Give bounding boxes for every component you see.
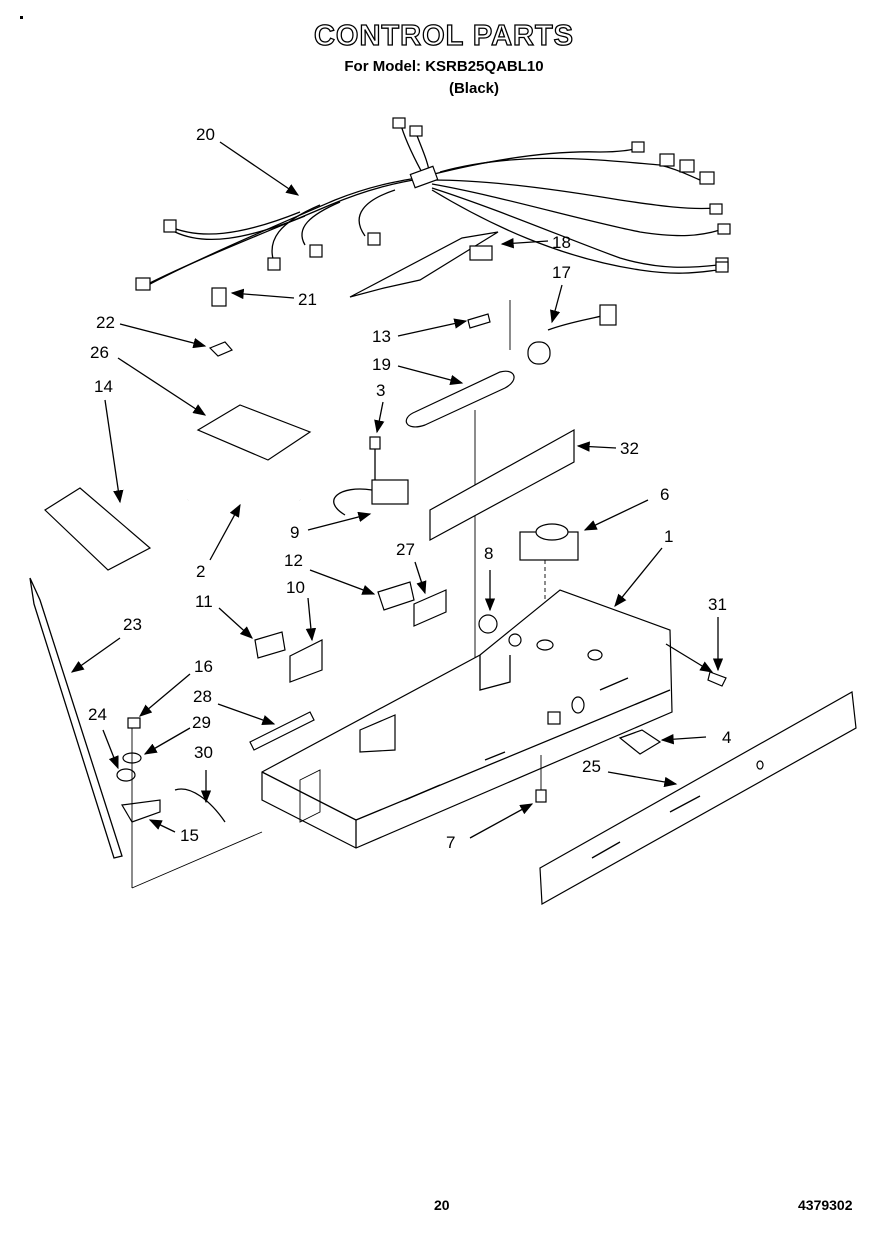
callout-31: 31 [708, 595, 727, 614]
screw-part [467, 313, 491, 329]
lamp-socket-part [618, 729, 662, 755]
callout-22: 22 [96, 313, 115, 332]
knob-part [478, 614, 498, 634]
rod-part [29, 577, 123, 859]
shield-part [196, 404, 312, 461]
callout-2: 2 [196, 562, 206, 581]
callout-6: 6 [660, 485, 670, 504]
callout-10: 10 [286, 578, 305, 597]
label-small-part-2 [413, 589, 447, 627]
callout-32: 32 [620, 439, 639, 458]
diagram-title: CONTROL PARTS [313, 19, 575, 52]
bracket-part [377, 581, 415, 611]
control-housing-part [261, 589, 673, 849]
timer-part [519, 531, 579, 561]
callout-7: 7 [446, 833, 456, 852]
callout-27: 27 [396, 540, 415, 559]
callout-29: 29 [192, 713, 211, 732]
callout-24: 24 [88, 705, 107, 724]
callout-26: 26 [90, 343, 109, 362]
callout-23: 23 [123, 615, 142, 634]
color-variant: (Black) [448, 80, 500, 97]
callout-1: 1 [664, 527, 674, 546]
cover-part [44, 487, 152, 571]
label-part [429, 428, 575, 542]
heater-part [405, 370, 515, 428]
callout-19: 19 [372, 355, 391, 374]
callout-12: 12 [284, 551, 303, 570]
wire-harness-part [135, 117, 731, 291]
callout-20: 20 [196, 125, 215, 144]
callout-15: 15 [180, 826, 199, 845]
callout-13: 13 [372, 327, 391, 346]
wire-cover-part [349, 231, 499, 298]
small-bracket-part [254, 631, 286, 659]
callout-16: 16 [194, 657, 213, 676]
callout-9: 9 [290, 523, 300, 542]
spring-clip-part [249, 711, 315, 751]
callout-21: 21 [298, 290, 317, 309]
callout-28: 28 [193, 687, 212, 706]
callout-18: 18 [552, 233, 571, 252]
callout-30: 30 [194, 743, 213, 762]
label-small-part [289, 639, 323, 683]
callout-25: 25 [582, 757, 601, 776]
callout-14: 14 [94, 377, 113, 396]
document-number: 4379302 [798, 1197, 853, 1213]
thermostat-part [527, 341, 551, 365]
callout-3: 3 [376, 381, 386, 400]
clip-part [211, 287, 227, 307]
page-number: 20 [434, 1197, 450, 1213]
switch-part [371, 479, 409, 505]
callout-4: 4 [722, 728, 732, 747]
small-clip-part [208, 341, 233, 357]
callout-11: 11 [195, 592, 213, 611]
callout-17: 17 [552, 263, 571, 282]
callout-8: 8 [484, 544, 494, 563]
trim-strip-part [539, 691, 857, 905]
model-line: For Model: KSRB25QABL10 [344, 58, 544, 75]
